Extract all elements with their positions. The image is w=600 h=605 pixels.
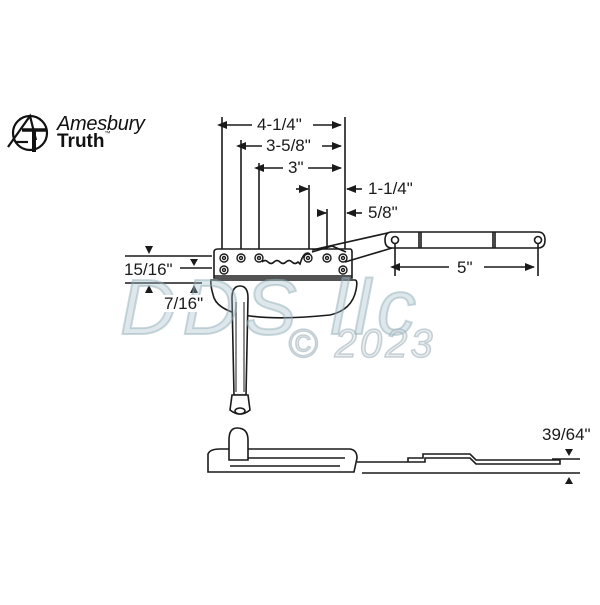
watermark-copyright: © 2023 (287, 321, 436, 367)
crank-handle (229, 285, 251, 415)
at-monogram-icon (7, 113, 49, 152)
dim-offset-a: 1-1/4" (366, 179, 415, 198)
extension-lines (221, 117, 346, 252)
dim-width-total: 4-1/4" (255, 115, 304, 134)
brand-name-amesbury: Amesbury (57, 113, 145, 135)
dim-height-mount: 7/16" (162, 294, 206, 313)
dim-arm-length: 5" (455, 258, 475, 277)
dim-profile-height: 39/64" (540, 425, 593, 444)
trademark-symbol: ™ (104, 131, 111, 137)
rivets (219, 253, 348, 275)
brand-name-truth: Truth™ (57, 131, 111, 153)
dim-offset-b: 5/8" (366, 203, 400, 222)
dim-width-short: 3" (286, 158, 306, 177)
operator-profile (207, 427, 580, 474)
brand-truth-text: Truth (57, 131, 105, 152)
height-dim-lines (125, 255, 212, 284)
dim-width-mid: 3-5/8" (264, 136, 313, 155)
operator-arm (311, 231, 546, 276)
dim-height-base: 15/16" (122, 260, 175, 279)
